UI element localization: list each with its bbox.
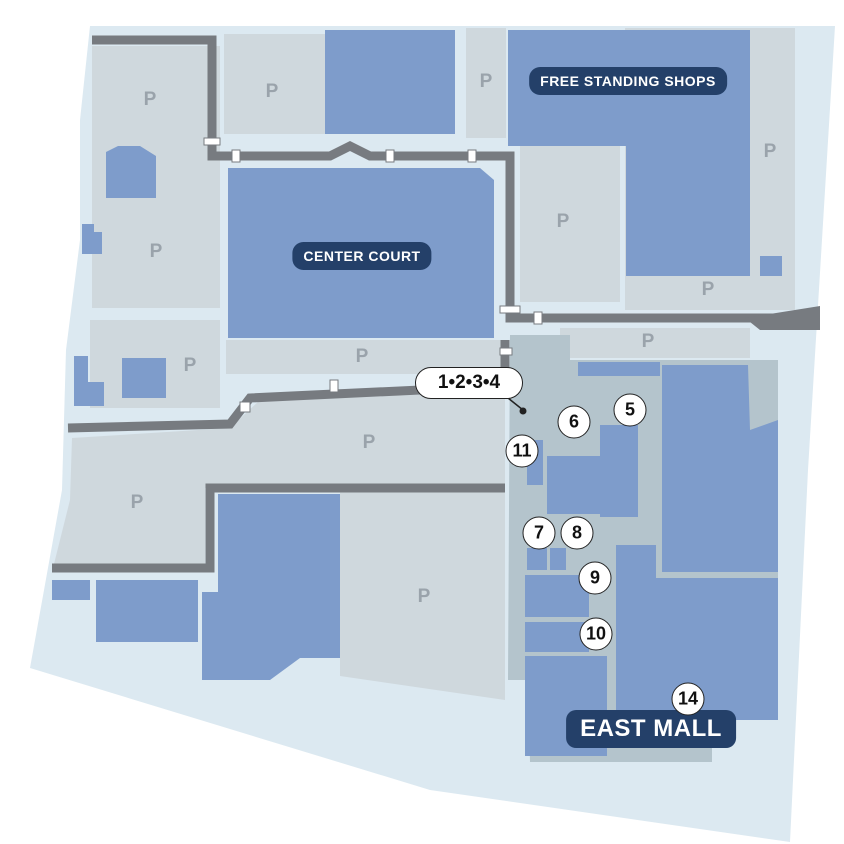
building [550, 548, 566, 570]
pointer-line [507, 397, 524, 411]
location-marker-1-2-3-4[interactable]: 1•2•3•4 [415, 367, 523, 399]
building [96, 580, 198, 642]
building [547, 456, 601, 514]
location-marker-11[interactable]: 11 [505, 434, 539, 468]
free-standing-shops-label: FREE STANDING SHOPS [529, 67, 727, 95]
building [525, 575, 589, 617]
crosswalk [385, 149, 395, 163]
parking-lot [466, 28, 506, 138]
building [616, 545, 656, 578]
location-marker-7[interactable]: 7 [522, 516, 556, 550]
parking-lot [560, 328, 750, 358]
walkway [745, 306, 820, 330]
parking-label: P [479, 71, 493, 92]
crosswalk [231, 149, 241, 163]
building [325, 30, 455, 134]
crosswalk [329, 379, 339, 393]
walkway [52, 483, 505, 573]
building [525, 622, 589, 652]
parking-label: P [556, 211, 570, 232]
crosswalk [533, 311, 543, 325]
building [82, 224, 102, 254]
location-marker-5[interactable]: 5 [613, 393, 647, 427]
location-marker-6[interactable]: 6 [557, 405, 591, 439]
parking-lot [340, 492, 505, 700]
location-marker-8[interactable]: 8 [560, 516, 594, 550]
pointer-dot [519, 407, 527, 415]
parking-label: P [183, 355, 197, 376]
parking-lot [520, 146, 620, 302]
crosswalk [203, 137, 221, 146]
parking-label: P [355, 346, 369, 367]
walkway [92, 35, 818, 323]
parking-label: P [130, 492, 144, 513]
crosswalk [239, 401, 251, 413]
building [578, 362, 660, 376]
parking-lot [52, 392, 505, 572]
building [74, 356, 104, 406]
east-mall-label: EAST MALL [566, 710, 736, 748]
crosswalk [467, 149, 477, 163]
location-marker-10[interactable]: 10 [579, 617, 613, 651]
parking-label: P [701, 279, 715, 300]
building [202, 494, 340, 680]
building [527, 548, 547, 570]
parking-label: P [763, 141, 777, 162]
building [662, 365, 778, 572]
crosswalk [499, 347, 513, 356]
crosswalks [203, 137, 543, 413]
building [760, 256, 782, 276]
parking-label: P [265, 81, 279, 102]
building [122, 358, 166, 398]
location-marker-14[interactable]: 14 [671, 682, 705, 716]
parking-label: P [362, 432, 376, 453]
center-court-label: CENTER COURT [292, 242, 432, 270]
building [106, 146, 156, 198]
building [600, 425, 638, 517]
parking-label: P [149, 241, 163, 262]
building [52, 580, 90, 600]
crosswalk [499, 305, 521, 314]
location-marker-9[interactable]: 9 [578, 561, 612, 595]
parking-label: P [143, 89, 157, 110]
building-free-standing-shops [626, 146, 750, 276]
parking-label: P [641, 331, 655, 352]
parking-label: P [417, 586, 431, 607]
